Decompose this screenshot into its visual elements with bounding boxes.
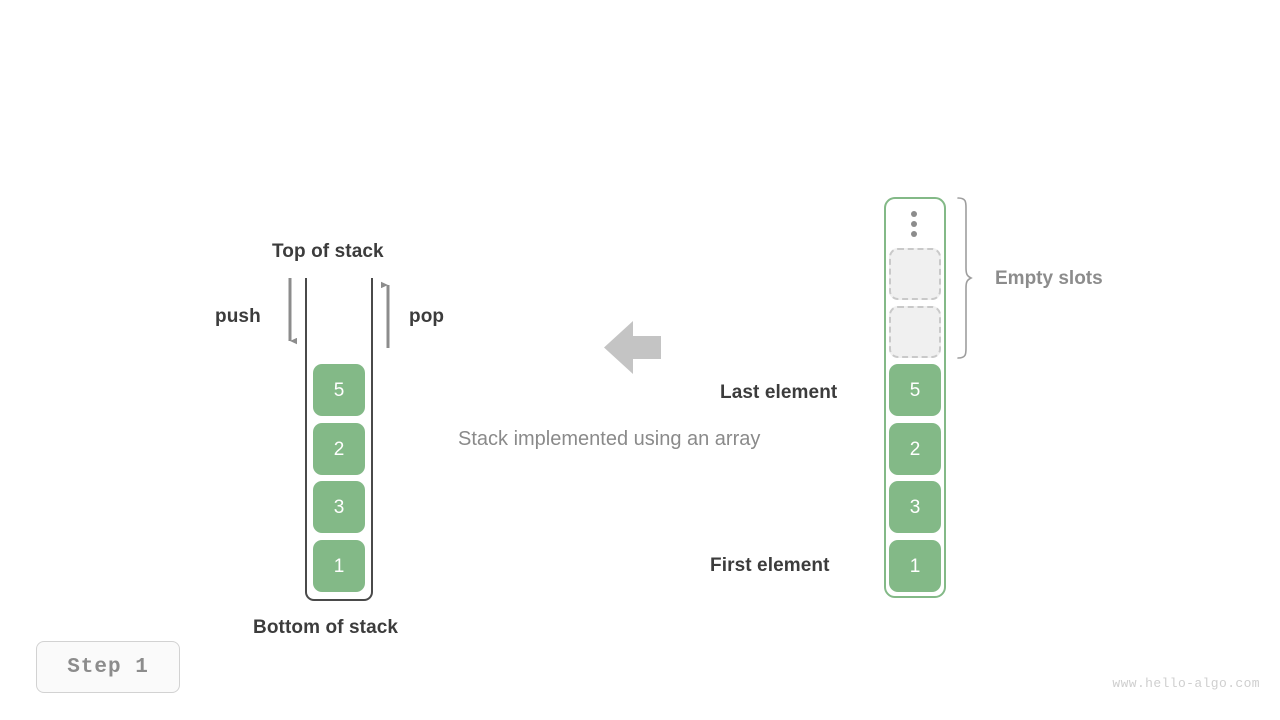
array-empty-slot[interactable] (889, 248, 941, 300)
first-element-label: First element (710, 555, 830, 576)
vertical-ellipsis-icon (911, 211, 917, 237)
transform-block-arrow-icon (604, 321, 661, 374)
array-cell[interactable]: 5 (889, 364, 941, 416)
step-badge: Step 1 (36, 641, 180, 693)
diagram-caption: Stack implemented using an array (458, 428, 761, 450)
stack-cell[interactable]: 5 (313, 364, 365, 416)
bottom-of-stack-label: Bottom of stack (253, 617, 399, 638)
last-element-label: Last element (720, 382, 838, 403)
empty-slots-brace-icon (957, 197, 973, 359)
stack-cell[interactable]: 2 (313, 423, 365, 475)
array-container (884, 197, 946, 598)
pop-label: pop (409, 306, 445, 327)
stack-container (305, 278, 373, 601)
array-empty-slot[interactable] (889, 306, 941, 358)
top-of-stack-label: Top of stack (272, 241, 384, 262)
array-cell[interactable]: 1 (889, 540, 941, 592)
watermark-label: www.hello-algo.com (1112, 676, 1260, 691)
array-cell[interactable]: 3 (889, 481, 941, 533)
empty-slots-label: Empty slots (995, 268, 1103, 289)
array-cell[interactable]: 2 (889, 423, 941, 475)
push-label: push (215, 306, 261, 327)
stack-cell[interactable]: 1 (313, 540, 365, 592)
stack-cell[interactable]: 3 (313, 481, 365, 533)
